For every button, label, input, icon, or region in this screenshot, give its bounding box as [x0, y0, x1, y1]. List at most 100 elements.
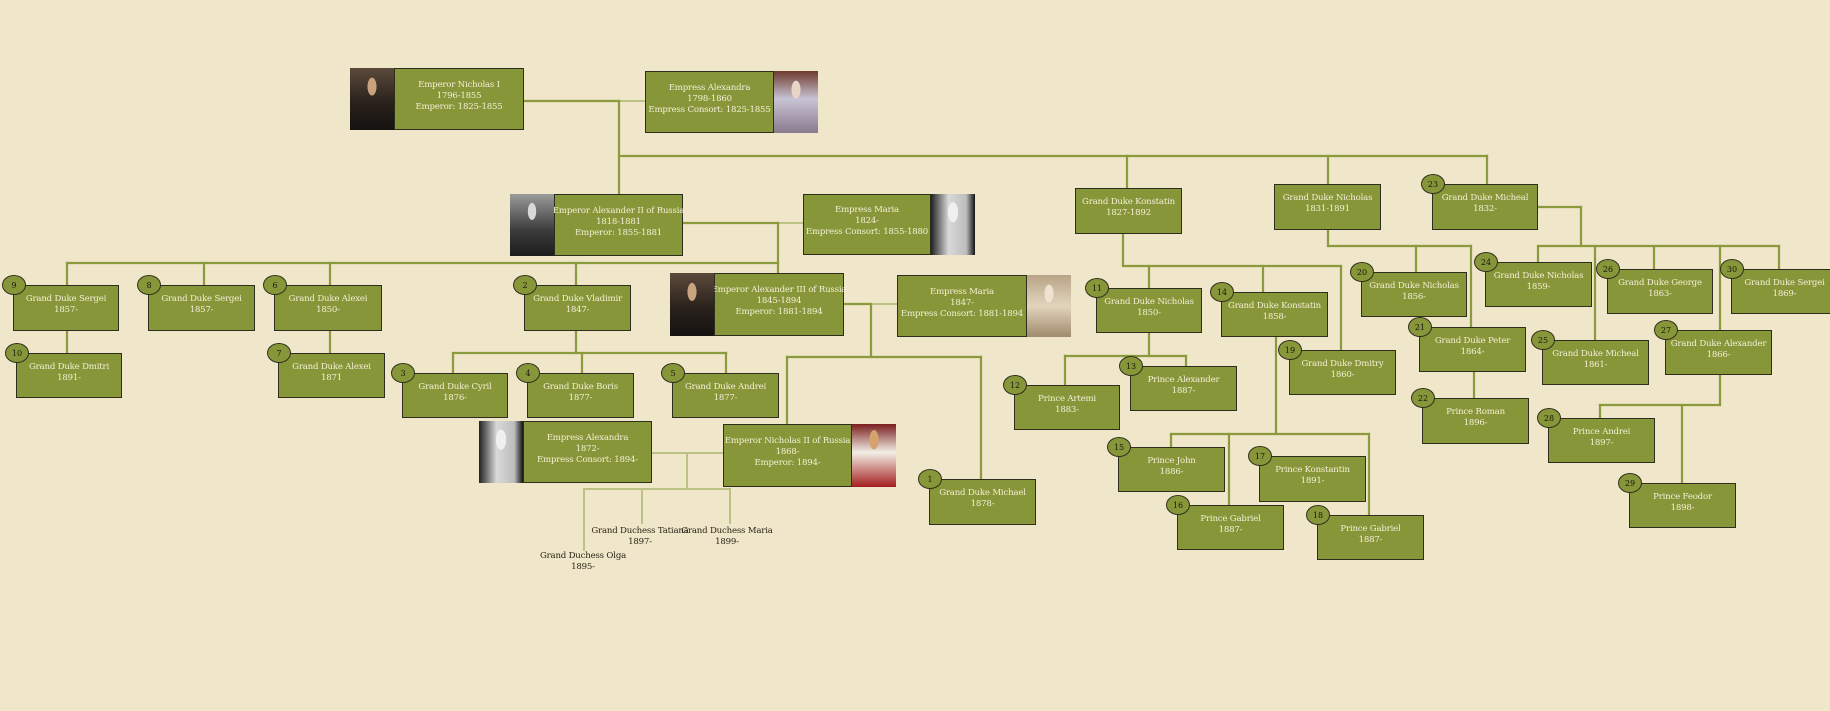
generation-number-badge[interactable]: 20: [1350, 262, 1374, 282]
person-title: Emperor: 1825-1855: [415, 101, 503, 112]
generation-number-badge[interactable]: 28: [1537, 408, 1561, 428]
generation-number-badge[interactable]: 14: [1210, 282, 1234, 302]
generation-number-badge[interactable]: 24: [1474, 252, 1498, 272]
person-dates: 1898-: [1670, 502, 1695, 513]
generation-number-badge[interactable]: 12: [1003, 375, 1027, 395]
person-name: Grand Duke Micheal: [1441, 193, 1529, 203]
person-name: Emperor Alexander III of Russia: [711, 285, 847, 295]
generation-number-badge[interactable]: 25: [1531, 330, 1555, 350]
person-name: Emperor Alexander II of Russia: [552, 205, 685, 216]
person-name: Grand Duke Boris: [543, 381, 618, 392]
generation-number-badge[interactable]: 29: [1618, 473, 1642, 493]
person-name: Prince John: [1147, 455, 1196, 466]
generation-number-badge[interactable]: 26: [1596, 259, 1620, 279]
person-title: Empress Consort: 1855-1880: [805, 227, 929, 237]
person-dates: 1897-: [628, 537, 652, 547]
portrait-photo: [479, 421, 523, 483]
generation-number-badge[interactable]: 9: [2, 275, 26, 295]
generation-number-badge[interactable]: 7: [267, 343, 291, 363]
portrait-photo: [350, 68, 394, 130]
generation-number-badge[interactable]: 22: [1411, 388, 1435, 408]
generation-number-badge[interactable]: 13: [1119, 356, 1143, 376]
person-name: Grand Duchess Maria: [681, 526, 773, 536]
generation-number-badge[interactable]: 1: [918, 469, 942, 489]
generation-number-badge[interactable]: 27: [1654, 320, 1678, 340]
generation-number-badge[interactable]: 11: [1085, 278, 1109, 298]
generation-number-badge[interactable]: 30: [1720, 259, 1744, 279]
generation-number-badge[interactable]: 15: [1107, 437, 1131, 457]
generation-number-badge[interactable]: 19: [1278, 340, 1302, 360]
person-dates: 1899-: [715, 537, 739, 547]
person-name: Grand Duke Cyril: [418, 381, 492, 392]
person-dates: 1896-: [1463, 418, 1488, 428]
generation-number-badge[interactable]: 5: [661, 363, 685, 383]
person-dates: 1850-: [1137, 307, 1161, 318]
generation-number-badge[interactable]: 4: [516, 363, 540, 383]
person-dates: 1850-: [316, 305, 340, 315]
generation-number-badge[interactable]: 21: [1408, 317, 1432, 337]
person-dates: 1859-: [1526, 281, 1551, 292]
person-dates: 1887-: [1358, 534, 1383, 545]
generation-number-badge[interactable]: 17: [1248, 446, 1272, 466]
person-dates: 1864-: [1460, 346, 1485, 357]
person-dates: 1857-: [54, 305, 78, 315]
portrait-photo: [774, 71, 818, 133]
generation-number-badge[interactable]: 18: [1306, 505, 1330, 525]
portrait-photo: [1027, 275, 1071, 337]
person-name: Grand Duke Micheal: [1552, 348, 1639, 359]
person-dates: 1798-1860: [687, 93, 732, 104]
generation-number-badge[interactable]: 10: [5, 343, 29, 363]
generation-number-badge[interactable]: 2: [513, 275, 537, 295]
generation-number-badge[interactable]: 3: [391, 363, 415, 383]
generation-number-badge[interactable]: 6: [263, 275, 287, 295]
generation-number-badge[interactable]: 23: [1421, 174, 1445, 194]
person-dates: 1847-: [565, 305, 590, 315]
generation-number-badge[interactable]: 8: [137, 275, 161, 295]
person-dates: 1857-: [189, 305, 214, 315]
generation-number-badge[interactable]: 16: [1166, 495, 1190, 515]
